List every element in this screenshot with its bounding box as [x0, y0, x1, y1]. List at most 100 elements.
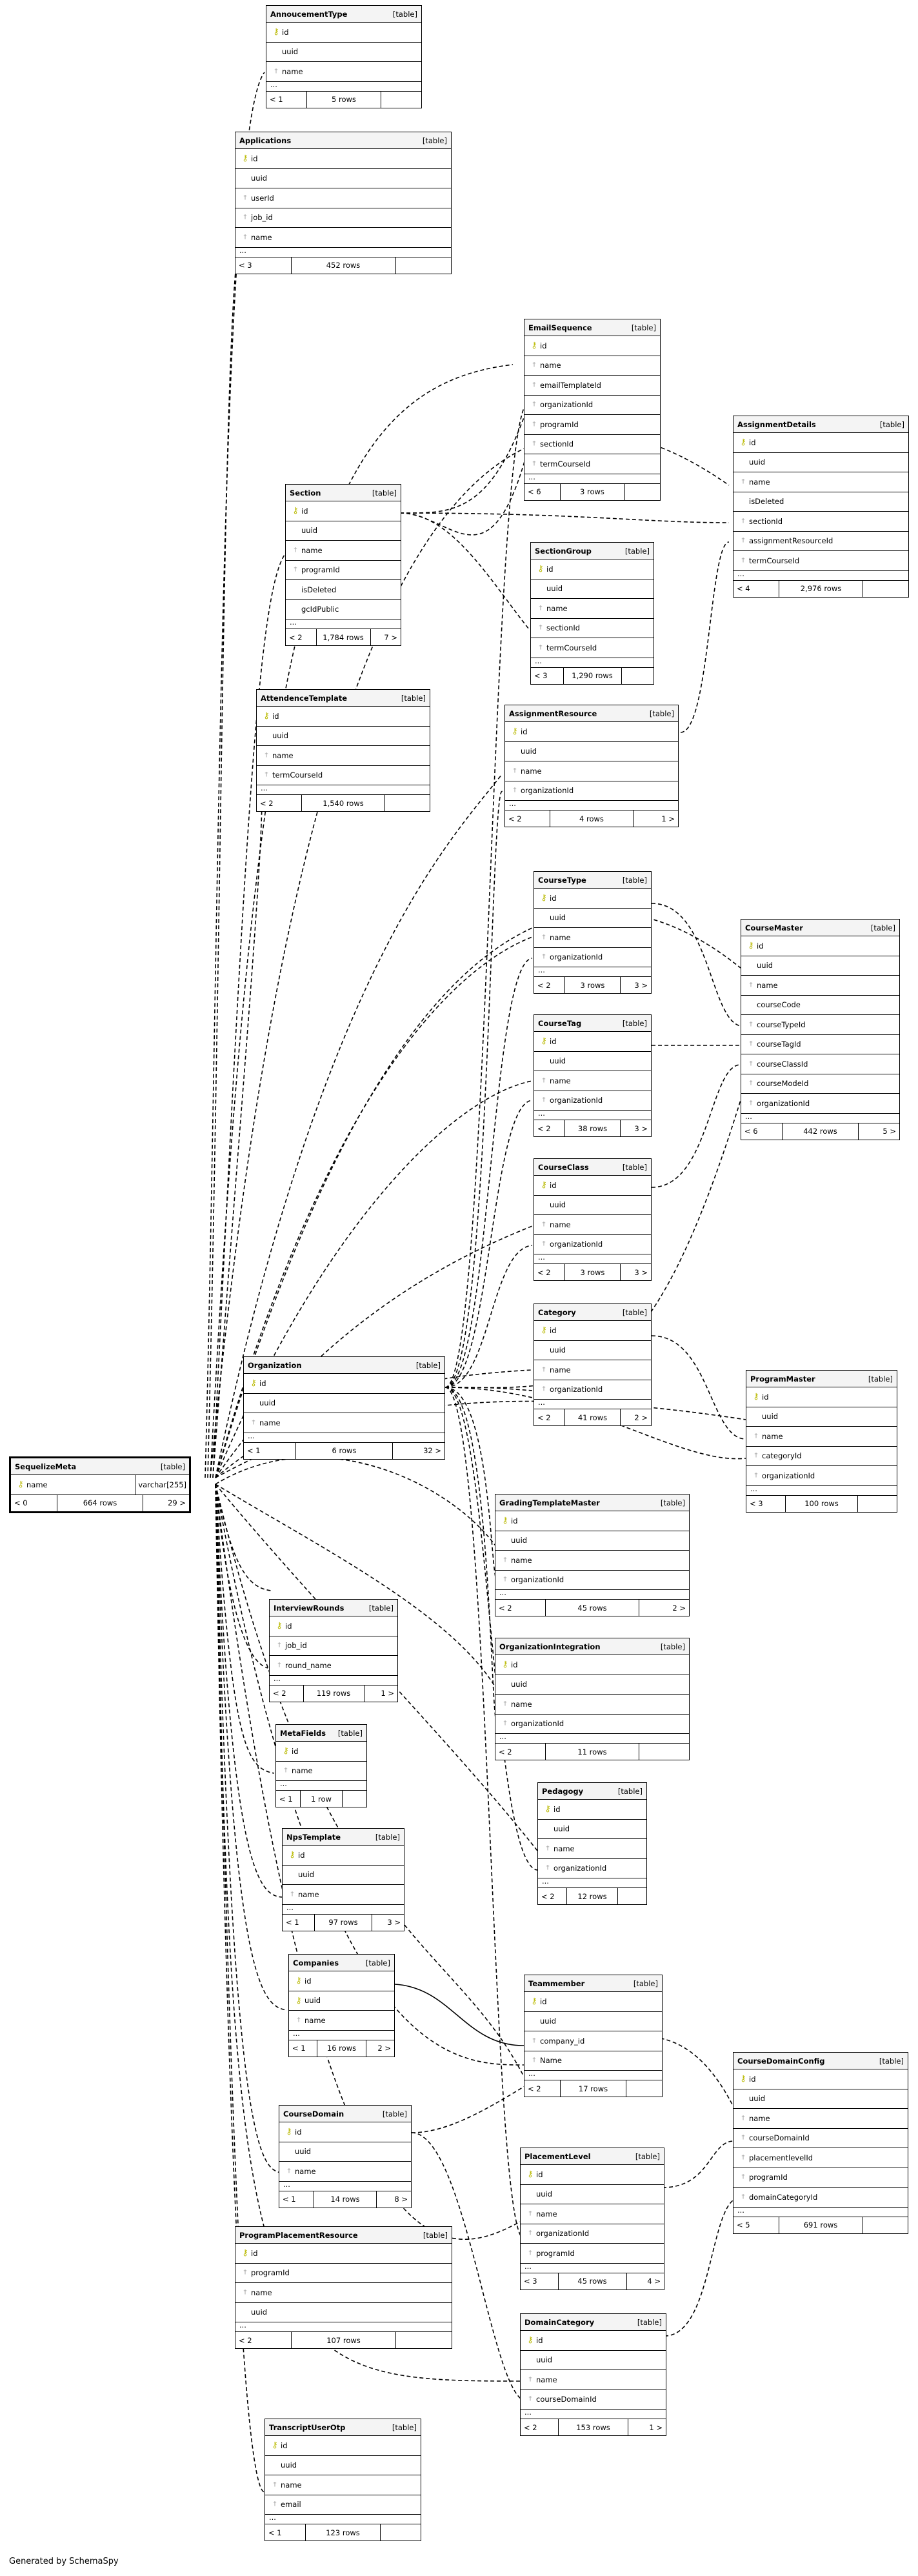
column-row[interactable]: †name: [265, 2475, 421, 2495]
parents-count[interactable]: < 0: [11, 1494, 57, 1511]
column-row[interactable]: uuid: [534, 1196, 651, 1215]
children-count[interactable]: [618, 1888, 646, 1904]
children-count[interactable]: 2 >: [672, 1603, 686, 1613]
column-row[interactable]: gcIdPublic: [286, 600, 401, 619]
column-row[interactable]: †round_name: [270, 1656, 397, 1676]
column-row[interactable]: ⚷id: [495, 1655, 689, 1675]
column-row[interactable]: isDeleted: [286, 580, 401, 600]
column-row[interactable]: ⚷id: [283, 1846, 404, 1866]
parents-count[interactable]: < 1: [244, 1442, 296, 1459]
parents-count[interactable]: < 6: [524, 483, 561, 500]
column-row[interactable]: †termCourseId: [733, 551, 908, 571]
children-count[interactable]: [381, 92, 421, 108]
children-count[interactable]: 1 >: [661, 814, 675, 823]
parents-count[interactable]: < 2: [235, 2332, 292, 2348]
children-count[interactable]: [639, 1744, 689, 1760]
children-count[interactable]: [625, 484, 661, 500]
column-row[interactable]: †name: [741, 976, 899, 996]
table-name[interactable]: TranscriptUserOtp: [269, 2422, 346, 2432]
table-name[interactable]: AssignmentResource: [509, 709, 597, 718]
children-count[interactable]: 4 >: [647, 2277, 661, 2286]
column-row[interactable]: †courseTagId: [741, 1035, 899, 1054]
column-row[interactable]: †name: [746, 1427, 897, 1447]
column-row[interactable]: †sectionId: [524, 435, 660, 454]
table-name[interactable]: Companies: [293, 1958, 339, 1967]
table-name[interactable]: CourseMaster: [745, 923, 803, 932]
children-count[interactable]: 2 >: [634, 1413, 648, 1422]
parents-count[interactable]: < 1: [279, 2191, 314, 2208]
table-name[interactable]: NpsTemplate: [286, 1832, 341, 1842]
column-row[interactable]: ⚷id: [746, 1387, 897, 1407]
table-name[interactable]: Pedagogy: [542, 1786, 584, 1796]
children-count[interactable]: 1 >: [381, 1689, 394, 1698]
column-row[interactable]: †courseClassId: [741, 1054, 899, 1074]
parents-count[interactable]: < 1: [276, 1791, 301, 1807]
column-row[interactable]: ⚷id: [235, 2244, 452, 2264]
parents-count[interactable]: < 2: [495, 1600, 546, 1616]
table-name[interactable]: AttendenceTemplate: [261, 693, 348, 703]
table-name[interactable]: OrganizationIntegration: [499, 1642, 601, 1651]
parents-count[interactable]: < 1: [289, 2040, 317, 2057]
column-row[interactable]: †programId: [733, 2168, 908, 2188]
column-row[interactable]: uuid: [534, 1341, 651, 1360]
column-row[interactable]: †organizationId: [495, 1715, 689, 1734]
column-row[interactable]: †name: [279, 2162, 411, 2182]
children-count[interactable]: [385, 795, 430, 811]
parents-count[interactable]: < 2: [521, 2419, 559, 2435]
column-row[interactable]: ⚷uuid: [289, 1991, 394, 2011]
children-count[interactable]: 8 >: [394, 2195, 408, 2204]
column-row[interactable]: ⚷id: [538, 1800, 646, 1820]
column-row[interactable]: uuid: [235, 169, 451, 188]
column-row[interactable]: †name: [538, 1839, 646, 1859]
column-row[interactable]: †organizationId: [505, 781, 678, 801]
column-row[interactable]: uuid: [746, 1407, 897, 1427]
parents-count[interactable]: < 2: [286, 629, 317, 645]
children-count[interactable]: 1 >: [649, 2422, 663, 2432]
column-row[interactable]: †name: [286, 541, 401, 561]
column-row[interactable]: †name: [534, 1360, 651, 1380]
column-row[interactable]: ⚷id: [524, 1992, 662, 2012]
column-row[interactable]: †company_id: [524, 2031, 662, 2051]
column-row[interactable]: †name: [276, 1762, 366, 1781]
column-row[interactable]: †name: [534, 1215, 651, 1235]
column-row[interactable]: courseCode: [741, 996, 899, 1015]
children-count[interactable]: [396, 2332, 452, 2348]
column-row[interactable]: †programId: [524, 415, 660, 435]
column-row[interactable]: isDeleted: [733, 492, 908, 512]
table-program-placement-resource[interactable]: ProgramPlacementResource[table]⚷id†progr…: [235, 2226, 452, 2349]
column-row[interactable]: †name: [283, 1885, 404, 1905]
column-row[interactable]: †termCourseId: [257, 766, 430, 785]
column-row[interactable]: uuid: [733, 2089, 908, 2109]
parents-count[interactable]: < 5: [733, 2217, 779, 2233]
column-row[interactable]: uuid: [741, 956, 899, 976]
column-row[interactable]: †name: [495, 1695, 689, 1715]
column-row[interactable]: †name: [266, 62, 421, 82]
column-row[interactable]: ⚷id: [270, 1616, 397, 1636]
table-name[interactable]: CourseTag: [538, 1018, 582, 1028]
column-row[interactable]: †termCourseId: [524, 454, 660, 474]
parents-count[interactable]: < 2: [534, 1264, 566, 1280]
column-row[interactable]: †name: [505, 761, 678, 781]
column-row[interactable]: †Name: [524, 2051, 662, 2071]
table-name[interactable]: CourseType: [538, 875, 586, 885]
column-row[interactable]: †organizationId: [524, 396, 660, 415]
parents-count[interactable]: < 4: [733, 580, 779, 597]
parents-count[interactable]: < 3: [235, 257, 292, 274]
column-row[interactable]: uuid: [538, 1820, 646, 1839]
table-name[interactable]: Section: [290, 488, 321, 498]
column-row[interactable]: ⚷id: [531, 559, 654, 579]
parents-count[interactable]: < 2: [495, 1744, 546, 1760]
column-row[interactable]: †programId: [235, 2264, 452, 2283]
column-row[interactable]: ⚷id: [289, 1971, 394, 1991]
